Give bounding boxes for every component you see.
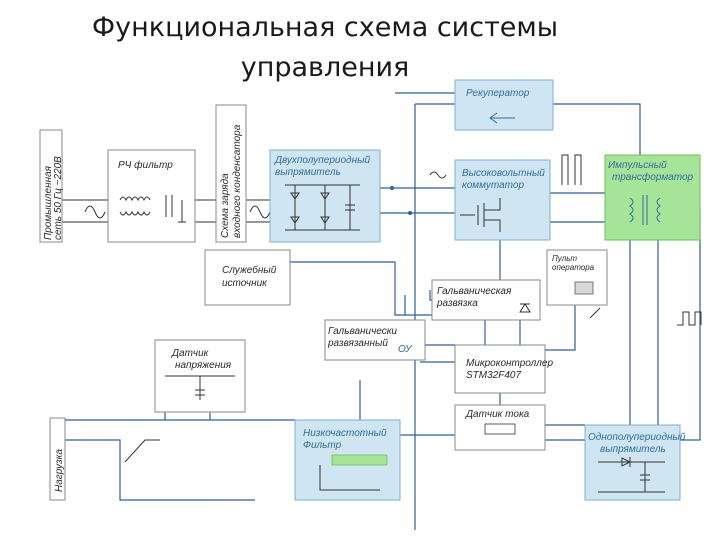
sine-wave-icon	[429, 171, 447, 179]
double-rectifier-label-2: выпрямитель	[275, 167, 341, 178]
isolated-ou-block: Гальванически развязанный ОУ	[324, 319, 426, 361]
hv-switch-label-1: Высоковольтный	[462, 168, 545, 179]
single-rectifier-block: Однополупериодный выпрямитель	[584, 307, 686, 501]
pulse-transformer-label-1: Импульсный	[608, 160, 667, 171]
recuperator-block: Рекуператор	[454, 79, 554, 131]
current-sensor-block: Датчик тока	[454, 404, 546, 451]
title-line-1: Функциональная схема системы	[91, 12, 559, 43]
hv-switch-label-2: коммутатор	[462, 180, 524, 191]
diode-icon	[598, 457, 665, 493]
current-sensor-label: Датчик тока	[465, 409, 530, 420]
service-source-label-2: источник	[222, 278, 268, 289]
microcontroller-block: Микроконтроллер STM32F407	[454, 344, 553, 394]
coil-icon	[119, 195, 173, 217]
sine-wave-icon	[84, 205, 106, 219]
voltage-sensor-label-2: напряжения	[175, 360, 232, 371]
diode-icon	[489, 112, 515, 124]
transistor-icon	[460, 198, 501, 232]
ground-icon	[178, 200, 186, 223]
pulse-waveform-icon	[561, 154, 702, 326]
load-block: Нагрузка	[49, 417, 160, 501]
wires	[60, 92, 701, 530]
industrial-network-label-1: Промышленная	[43, 165, 54, 240]
diode-bridge-icon	[285, 184, 360, 231]
operator-panel-label-1: Пульт	[552, 254, 577, 263]
service-source-block: Служебный источник	[204, 249, 291, 306]
recuperator-label: Рекуператор	[466, 88, 530, 99]
double-rectifier-label-1: Двухполупериодный	[274, 155, 370, 166]
optocoupler-icon	[519, 303, 531, 313]
filter-wire-icon	[319, 465, 380, 491]
rf-filter-block: РЧ фильтр	[107, 149, 196, 243]
galvanic-isolation-label-1: Гальваническая	[437, 286, 512, 297]
hv-switch-block: Высоковольтный коммутатор	[429, 159, 551, 241]
sine-wave-icon	[249, 205, 271, 219]
ou-label: ОУ	[398, 344, 413, 355]
operator-panel-block: Пульт оператора	[546, 249, 608, 306]
double-rectifier-block: Двухполупериодный выпрямитель	[269, 149, 381, 243]
lowpass-filter-label-2: Фильтр	[303, 440, 342, 451]
single-rectifier-label-1: Однополупериодный	[588, 432, 686, 443]
transformer-icon	[629, 195, 661, 225]
single-rectifier-label-2: выпрямитель	[600, 444, 666, 455]
voltage-sensor-label-1: Датчик	[171, 348, 210, 359]
diagram-title: Функциональная схема системы управления	[0, 8, 650, 88]
divider-icon	[165, 375, 235, 400]
industrial-network-label-2: сеть 50 Гц ~220В	[53, 156, 64, 240]
title-line-2: управления	[240, 52, 410, 83]
isolated-ou-label-2: развязанный	[327, 338, 388, 349]
industrial-network-block: Промышленная сеть 50 Гц ~220В	[39, 129, 106, 243]
ramp-wave-icon	[589, 307, 601, 319]
microcontroller-label-1: Микроконтроллер	[466, 358, 553, 369]
operator-panel-label-2: оператора	[552, 263, 595, 272]
ramp-wave-icon	[124, 439, 160, 463]
isolated-ou-label-1: Гальванически	[328, 326, 397, 337]
microcontroller-label-2: STM32F407	[466, 370, 521, 381]
pulse-transformer-block: Импульсный трансформатор	[604, 154, 701, 241]
lowpass-filter-label-1: Низкочастотный	[303, 428, 387, 439]
filter-chip-icon	[331, 454, 388, 466]
service-source-label-1: Служебный	[222, 264, 277, 276]
galvanic-isolation-label-2: развязка	[436, 298, 478, 309]
rf-filter-label: РЧ фильтр	[118, 159, 173, 171]
lowpass-filter-block: Низкочастотный Фильтр	[294, 419, 401, 501]
charge-circuit-label-1: Схема заряда	[220, 173, 231, 238]
charge-circuit-block: Схема заряда входного конденсатора	[215, 104, 271, 243]
panel-icon	[574, 281, 594, 295]
shunt-icon	[484, 423, 516, 435]
pulse-transformer-label-2: трансформатор	[612, 171, 694, 183]
charge-circuit-label-2: входного конденсатора	[232, 124, 243, 238]
load-label: Нагрузка	[54, 449, 65, 492]
galvanic-isolation-block: Гальваническая развязка	[431, 279, 541, 321]
voltage-sensor-block: Датчик напряжения	[154, 339, 246, 413]
